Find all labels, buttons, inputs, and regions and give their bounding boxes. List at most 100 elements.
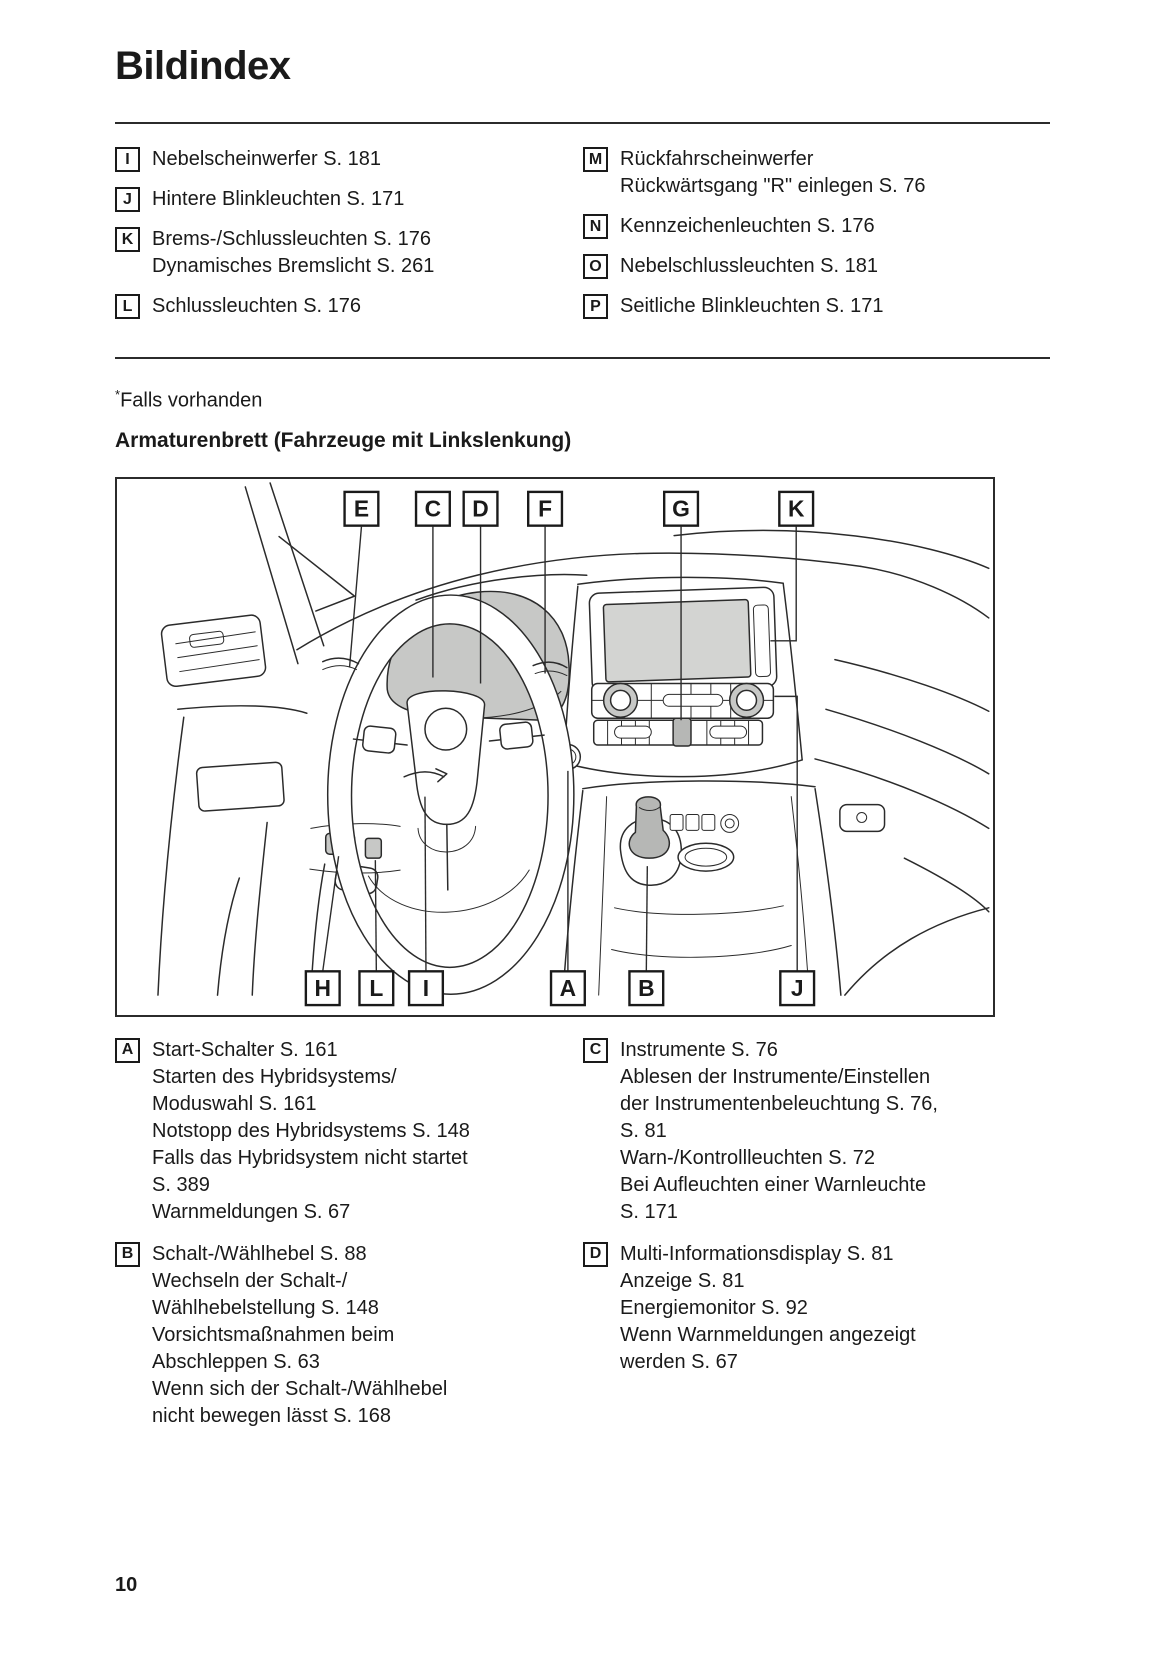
index-item-I: I Nebelscheinwerfer S. 181: [115, 146, 583, 173]
diagram-label-C: C: [414, 490, 451, 527]
section-heading: Armaturenbrett (Fahrzeuge mit Linkslenku…: [115, 428, 572, 452]
index-item-B: B Schalt-/Wählhebel S. 88 Wechseln der S…: [115, 1241, 583, 1430]
dashboard-diagram: E C D F G K H L I A B J: [115, 476, 995, 1017]
index-line: Rückwärtsgang "R" einlegen S. 76: [620, 175, 926, 197]
index-line: Brems-/Schlussleuchten S. 176: [152, 228, 432, 250]
index-line: Wechseln der Schalt-/: [152, 1269, 348, 1292]
index-item-L: L Schlussleuchten S. 176: [115, 293, 583, 320]
index-line: Seitliche Blinkleuchten S. 171: [620, 295, 884, 317]
index-line: Ablesen der Instrumente/Einstellen: [620, 1065, 931, 1088]
index-line: Start-Schalter S. 161: [152, 1038, 338, 1061]
diagram-top-labels: E C D F G K: [343, 490, 815, 527]
page-number: 10: [115, 1574, 138, 1596]
index-line: Falls das Hybridsystem nicht startet: [152, 1146, 468, 1169]
label-badge-M: M: [583, 147, 608, 172]
index-line: Anzeige S. 81: [620, 1269, 745, 1292]
index-line: S. 81: [620, 1119, 667, 1142]
diagram-bottom-labels: H L I A B J: [304, 969, 816, 1006]
bottom-index-left-column: A Start-Schalter S. 161 Starten des Hybr…: [115, 1037, 583, 1445]
svg-text:I: I: [423, 975, 429, 1001]
index-item-M: M Rückfahrscheinwerfer Rückwärtsgang "R"…: [583, 146, 1050, 200]
top-index-right-column: M Rückfahrscheinwerfer Rückwärtsgang "R"…: [583, 146, 1050, 333]
diagram-label-K: K: [778, 490, 815, 527]
index-line: Instrumente S. 76: [620, 1038, 778, 1061]
label-badge-J: J: [115, 187, 140, 212]
divider-top: [115, 122, 1050, 124]
label-badge-K: K: [115, 227, 140, 252]
diagram-label-B: B: [628, 969, 665, 1006]
index-item-D: D Multi-Informationsdisplay S. 81 Anzeig…: [583, 1241, 1050, 1376]
leader-lines: [322, 526, 798, 972]
index-line: der Instrumentenbeleuchtung S. 76,: [620, 1092, 938, 1115]
diagram-label-E: E: [343, 490, 380, 527]
index-item-J: J Hintere Blinkleuchten S. 171: [115, 186, 583, 213]
label-badge-B: B: [115, 1241, 140, 1267]
label-badge-D: D: [583, 1241, 608, 1267]
index-line: S. 389: [152, 1173, 210, 1196]
diagram-label-H: H: [304, 969, 341, 1006]
label-badge-O: O: [583, 254, 608, 279]
diagram-label-L: L: [358, 969, 395, 1006]
top-index-left-column: I Nebelscheinwerfer S. 181 J Hintere Bli…: [115, 146, 583, 333]
index-line: Vorsichtsmaßnahmen beim: [152, 1323, 395, 1346]
index-line: Energiemonitor S. 92: [620, 1296, 808, 1319]
divider-bottom: [115, 357, 1050, 359]
index-line: Starten des Hybridsystems/: [152, 1065, 397, 1088]
diagram-label-J: J: [779, 969, 816, 1006]
label-badge-N: N: [583, 214, 608, 239]
index-line: Nebelscheinwerfer S. 181: [152, 148, 382, 170]
footnote: *Falls vorhanden: [115, 387, 1050, 413]
index-line: Hintere Blinkleuchten S. 171: [152, 188, 405, 210]
svg-text:G: G: [672, 495, 690, 521]
index-line: Schalt-/Wählhebel S. 88: [152, 1242, 367, 1265]
index-line: S. 171: [620, 1200, 678, 1223]
index-line: Multi-Informationsdisplay S. 81: [620, 1242, 894, 1265]
index-line: Wenn sich der Schalt-/Wählhebel: [152, 1377, 448, 1400]
svg-text:L: L: [369, 975, 383, 1001]
index-line: Schlussleuchten S. 176: [152, 295, 362, 317]
label-badge-L: L: [115, 294, 140, 319]
diagram-label-I: I: [407, 969, 445, 1006]
index-line: Dynamisches Bremslicht S. 261: [152, 255, 435, 277]
index-item-A: A Start-Schalter S. 161 Starten des Hybr…: [115, 1037, 583, 1226]
index-line: Kennzeichenleuchten S. 176: [620, 215, 875, 237]
dashboard-illustration: E C D F G K H L I A B J: [157, 481, 990, 1006]
index-line: Abschleppen S. 63: [152, 1350, 320, 1373]
diagram-label-F: F: [527, 490, 564, 527]
index-line: Nebelschlussleuchten S. 181: [620, 255, 878, 277]
top-index: I Nebelscheinwerfer S. 181 J Hintere Bli…: [115, 146, 1050, 333]
index-line: nicht bewegen lässt S. 168: [152, 1404, 392, 1427]
svg-text:A: A: [560, 975, 576, 1001]
svg-text:J: J: [791, 975, 804, 1001]
index-line: Wählhebelstellung S. 148: [152, 1296, 379, 1319]
index-line: Rückfahrscheinwerfer: [620, 148, 814, 170]
label-badge-I: I: [115, 147, 140, 172]
page-title: Bildindex: [115, 44, 291, 88]
index-item-K: K Brems-/Schlussleuchten S. 176 Dynamisc…: [115, 226, 583, 280]
footnote-text: Falls vorhanden: [120, 389, 263, 412]
index-item-O: O Nebelschlussleuchten S. 181: [583, 253, 1050, 280]
svg-text:D: D: [472, 495, 488, 521]
label-badge-C: C: [583, 1037, 608, 1063]
bottom-index-right-column: C Instrumente S. 76 Ablesen der Instrume…: [583, 1037, 1050, 1445]
index-item-N: N Kennzeichenleuchten S. 176: [583, 213, 1050, 240]
svg-text:F: F: [538, 495, 552, 521]
index-line: Moduswahl S. 161: [152, 1092, 317, 1115]
index-line: Warnmeldungen S. 67: [152, 1200, 351, 1223]
svg-text:H: H: [314, 975, 330, 1001]
index-line: Warn-/Kontrollleuchten S. 72: [620, 1146, 875, 1169]
index-line: werden S. 67: [620, 1350, 738, 1373]
label-badge-A: A: [115, 1037, 140, 1063]
svg-text:C: C: [425, 495, 441, 521]
diagram-label-G: G: [662, 490, 700, 527]
svg-text:E: E: [354, 495, 369, 521]
svg-text:K: K: [788, 495, 805, 521]
diagram-label-D: D: [462, 490, 499, 527]
bottom-index: A Start-Schalter S. 161 Starten des Hybr…: [115, 1037, 1050, 1445]
footnote-marker: *: [115, 387, 121, 402]
diagram-label-A: A: [549, 969, 586, 1006]
label-badge-P: P: [583, 294, 608, 319]
index-line: Notstopp des Hybridsystems S. 148: [152, 1119, 470, 1142]
index-line: Wenn Warnmeldungen angezeigt: [620, 1323, 916, 1346]
